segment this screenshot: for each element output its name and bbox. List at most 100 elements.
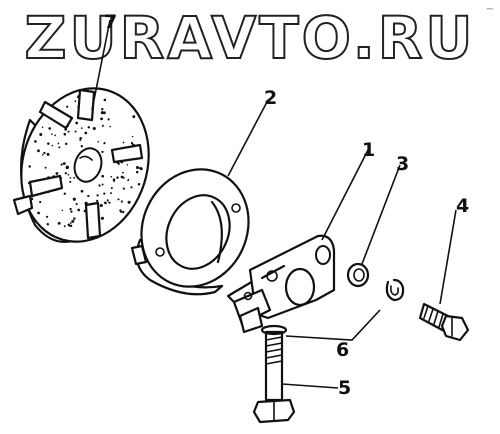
part-6-split-lock-washer [385, 278, 405, 302]
speckle-dot [44, 166, 47, 169]
speckle-dot [101, 183, 104, 186]
speckle-dot [64, 172, 67, 175]
speckle-dot [57, 142, 60, 145]
speckle-dot [120, 200, 124, 203]
speckle-dot [122, 141, 125, 144]
speckle-dot [66, 165, 69, 169]
leader-6 [285, 309, 381, 341]
speckle-dot [79, 139, 82, 142]
speckle-dot [130, 142, 134, 145]
speckle-dot [87, 126, 91, 129]
speckle-dot [67, 130, 70, 133]
speckle-dot [106, 199, 109, 202]
callout-5: 5 [338, 377, 351, 399]
speckle-dot [135, 165, 140, 170]
speckle-dot [60, 163, 63, 166]
speckle-dot [103, 141, 106, 145]
speckle-dot [43, 151, 46, 155]
speckle-dot [96, 199, 99, 203]
speckle-dot [122, 171, 124, 174]
speckle-dot [34, 140, 37, 143]
speckle-dot [103, 111, 106, 115]
speckle-dot [117, 198, 120, 201]
speckle-dot [98, 184, 101, 187]
speckle-dot [37, 149, 40, 153]
speckle-dot [101, 108, 104, 111]
speckle-dot [47, 142, 50, 145]
speckle-dot [112, 178, 116, 181]
speckle-dot [39, 133, 43, 136]
speckle-dot [71, 219, 75, 223]
leader-1 [321, 149, 369, 241]
speckle-dot [80, 189, 84, 193]
speckle-dot [109, 125, 111, 128]
speckle-dot [99, 203, 103, 208]
speckle-dot [74, 100, 77, 103]
speckle-dot [137, 183, 141, 186]
part-3-flat-washer [346, 262, 370, 288]
speckle-dot [126, 164, 129, 166]
speckle-dot [96, 194, 99, 197]
speckle-dot [37, 211, 40, 215]
callout-1: 1 [362, 139, 375, 161]
callout-3: 3 [396, 153, 409, 175]
callout-4: 4 [456, 195, 469, 217]
speckle-dot [63, 225, 66, 228]
speckle-dot [120, 175, 124, 179]
speckle-dot [72, 197, 76, 201]
speckle-dot [97, 140, 100, 143]
speckle-dot [110, 192, 112, 195]
callout-6: 6 [336, 339, 349, 361]
part-5-hex-bolt-long [252, 324, 296, 424]
speckle-dot [61, 209, 64, 212]
speckle-dot [77, 208, 81, 212]
leader-4 [439, 209, 457, 305]
speckle-dot [87, 194, 90, 198]
speckle-dot [57, 221, 61, 225]
speckle-dot [120, 209, 122, 212]
leader-2 [227, 99, 269, 177]
speckle-dot [73, 217, 76, 220]
speckle-dot [74, 130, 77, 133]
speckle-dot [48, 127, 52, 130]
speckle-dot [132, 115, 136, 119]
speckle-dot [139, 167, 142, 170]
speckle-dot [28, 165, 31, 168]
callout-7: 7 [104, 11, 117, 33]
speckle-dot [100, 111, 104, 115]
speckle-dot [69, 180, 72, 183]
speckle-dot [75, 121, 79, 125]
speckle-dot [70, 224, 73, 227]
speckle-dot [69, 207, 72, 211]
speckle-dot [101, 150, 104, 154]
speckle-dot [100, 117, 103, 121]
speckle-dot [51, 133, 53, 136]
speckle-dot [42, 153, 44, 156]
leader-5 [281, 383, 339, 389]
callout-2: 2 [264, 87, 277, 109]
speckle-dot [120, 211, 123, 214]
speckle-dot [79, 136, 83, 140]
speckle-dot [62, 162, 66, 165]
callout-labels: 7 2 1 3 4 6 5 [104, 11, 469, 399]
speckle-dot [122, 187, 125, 190]
speckle-dot [101, 174, 105, 178]
speckle-dot [75, 203, 78, 206]
speckle-dot [84, 131, 88, 135]
speckle-dot [73, 176, 76, 179]
speckle-dot [58, 146, 61, 149]
speckle-dot [64, 142, 68, 146]
part-1-clamp-bracket [226, 234, 336, 334]
speckle-dot [100, 216, 104, 220]
speckle-dot [127, 179, 129, 182]
leader-7 [91, 19, 111, 111]
speckle-dot [130, 186, 133, 189]
speckle-dot [107, 118, 110, 121]
speckle-dot [67, 173, 70, 176]
speckle-dot [110, 187, 113, 190]
leader-3 [361, 164, 401, 265]
speckle-dot [80, 145, 83, 148]
corner-mark: ~ [486, 4, 494, 15]
speckle-dot [51, 144, 54, 147]
